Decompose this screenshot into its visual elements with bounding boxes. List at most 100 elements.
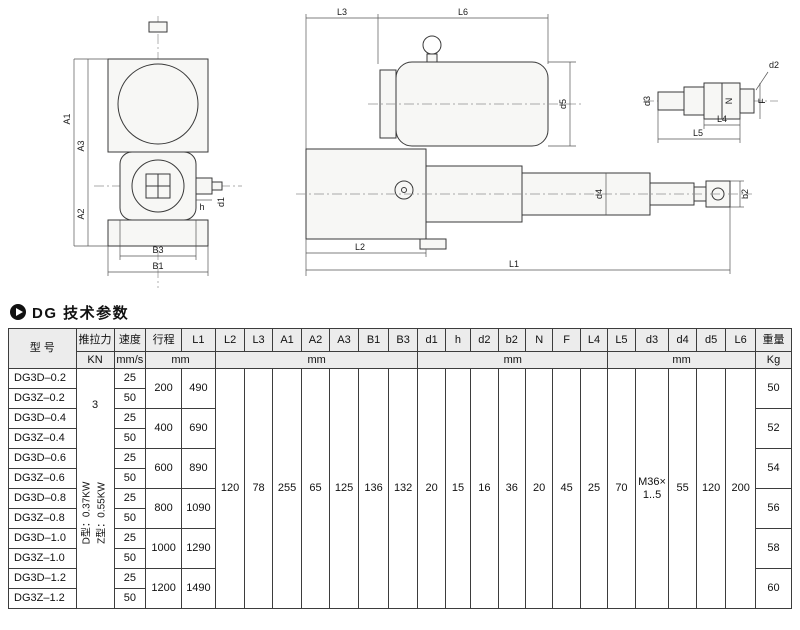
speed-cell: 50 (113, 468, 147, 489)
output-shaft-nub (211, 181, 223, 191)
model-cell: DG3Z–0.8 (8, 508, 77, 529)
col-header-stroke: 行程 (145, 328, 183, 352)
gearbox-hole (394, 180, 414, 200)
detail-collar (683, 86, 705, 116)
col-header-l6: L6 (725, 328, 756, 352)
col-header-a3: A3 (328, 328, 360, 352)
dim-label-l3: L3 (337, 7, 347, 17)
detail-pin (739, 88, 755, 114)
col-header-h: h (444, 328, 472, 352)
col-header-a1: A1 (271, 328, 303, 352)
weight-cell: 50 (754, 368, 793, 409)
col-header-l1: L1 (181, 328, 216, 352)
shared-a1-cell: 255 (271, 368, 303, 609)
col-header-b1: B1 (358, 328, 389, 352)
l1-cell: 1490 (181, 568, 216, 609)
shared-a2-cell: 65 (301, 368, 330, 609)
speed-cell: 50 (113, 428, 147, 449)
table-row: DG3Z–0.4 50 (8, 428, 792, 449)
dim-label-a1: A1 (62, 113, 72, 124)
top-stub (148, 21, 168, 33)
speed-cell: 25 (113, 568, 147, 589)
speed-cell: 25 (113, 448, 147, 469)
output-shaft-stub (195, 177, 213, 195)
table-row: DG3Z–0.2 50 (8, 388, 792, 409)
dim-label-h: h (199, 202, 204, 212)
weight-cell: 56 (754, 488, 793, 529)
dim-label-b1: B1 (152, 261, 163, 271)
spec-table: 型 号 推拉力 速度 行程 L1 L2 L3 A1 A2 A3 B1 B3 d1… (8, 328, 793, 609)
stroke-cell: 1200 (145, 568, 183, 609)
force-cell: 3 D型：0.37KW Z型：0.55KW (75, 368, 115, 609)
detail-view-drawing: d2 d3 N F L4 L5 (642, 60, 779, 143)
shared-b1-cell: 136 (358, 368, 389, 609)
shared-f-cell: 45 (552, 368, 581, 609)
dim-label-l4: L4 (717, 114, 727, 124)
dim-label-d3: d3 (642, 96, 652, 106)
col-header-d4: d4 (668, 328, 697, 352)
motor-end-circle (117, 63, 199, 145)
shared-h-cell: 15 (444, 368, 472, 609)
model-cell: DG3D–1.2 (8, 568, 77, 589)
l1-cell: 1090 (181, 488, 216, 529)
dim-label-n: N (724, 98, 734, 105)
speed-cell: 50 (113, 548, 147, 569)
model-cell: DG3Z–1.2 (8, 588, 77, 609)
col-header-force: 推拉力 (75, 328, 115, 352)
stroke-cell: 600 (145, 448, 183, 489)
col-header-n: N (524, 328, 554, 352)
side-view-drawing: L3 L6 d5 (296, 7, 752, 276)
shared-d4-cell: 55 (668, 368, 697, 609)
stroke-cell: 400 (145, 408, 183, 449)
speed-cell: 50 (113, 588, 147, 609)
model-cell: DG3Z–0.4 (8, 428, 77, 449)
eye-bolt-ring (422, 35, 442, 55)
section-header: DG 技术参数 (10, 302, 792, 322)
table-row: DG3Z–1.2 50 (8, 588, 792, 609)
col-header-d5: d5 (695, 328, 727, 352)
speed-cell: 25 (113, 368, 147, 389)
base-flange-front (107, 219, 209, 247)
model-cell: DG3D–0.8 (8, 488, 77, 509)
actuator-drawing-svg: A1 A3 A2 B3 B1 h d1 (62, 7, 779, 288)
shared-d3-cell: M36× 1..5 (634, 368, 670, 609)
dim-label-l5: L5 (693, 128, 703, 138)
unit-mms: mm/s (113, 351, 147, 369)
stroke-cell: 200 (145, 368, 183, 409)
speed-cell: 25 (113, 528, 147, 549)
col-header-l2: L2 (214, 328, 246, 352)
l1-cell: 1290 (181, 528, 216, 569)
unit-mm-2: mm (214, 351, 419, 369)
power-note: D型：0.37KW Z型：0.55KW (81, 481, 108, 545)
model-cell: DG3D–1.0 (8, 528, 77, 549)
speed-cell: 50 (113, 388, 147, 409)
table-row: DG3D–1.2 25 1200 1490 60 (8, 568, 793, 609)
shared-l5-cell: 70 (607, 368, 636, 609)
technical-drawings: A1 A3 A2 B3 B1 h d1 (8, 4, 792, 296)
shared-l6-cell: 200 (725, 368, 756, 609)
col-header-b2: b2 (497, 328, 526, 352)
l1-cell: 690 (181, 408, 216, 449)
dim-label-l6: L6 (458, 7, 468, 17)
dim-label-d5: d5 (558, 99, 568, 109)
play-bullet-icon (10, 304, 26, 320)
col-header-b3: B3 (387, 328, 419, 352)
shared-n-cell: 20 (524, 368, 554, 609)
shared-d1-cell: 20 (417, 368, 446, 609)
force-value: 3 (91, 399, 99, 411)
model-cell: DG3Z–0.2 (8, 388, 77, 409)
col-header-f: F (552, 328, 581, 352)
l1-cell: 490 (181, 368, 216, 409)
col-header-l3: L3 (244, 328, 273, 352)
model-cell: DG3D–0.2 (8, 368, 77, 389)
detail-stud (657, 91, 685, 111)
speed-cell: 25 (113, 408, 147, 429)
dim-label-b3: B3 (152, 245, 163, 255)
unit-mm-1: mm (145, 351, 216, 369)
dim-label-l2: L2 (355, 242, 365, 252)
speed-cell: 25 (113, 488, 147, 509)
col-header-a2: A2 (301, 328, 330, 352)
table-row: DG3D–0.6 25 600 890 54 (8, 448, 793, 489)
unit-mm-4: mm (607, 351, 756, 369)
